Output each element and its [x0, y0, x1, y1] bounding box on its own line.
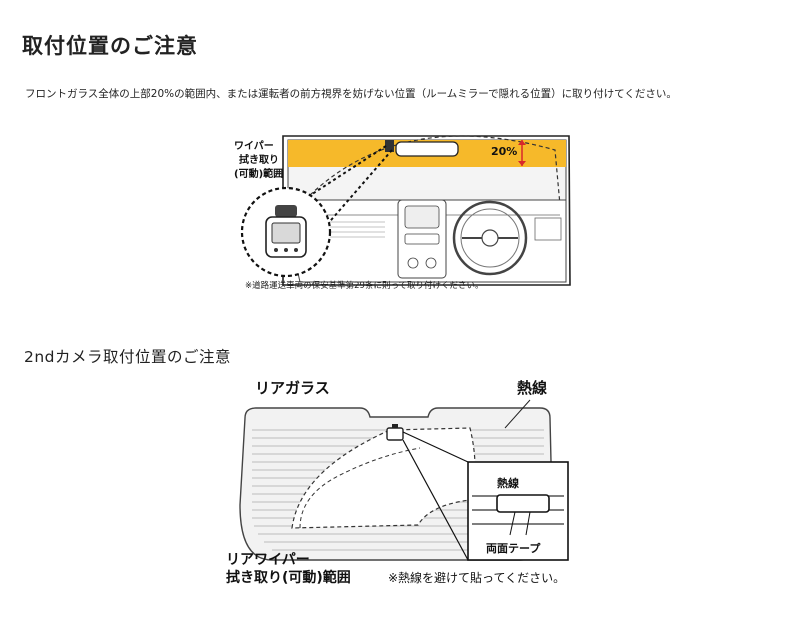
dashcam-mounted [385, 140, 394, 152]
front-note: ※道路運送車両の保安基準第29条に則って取り付けください。 [245, 280, 484, 291]
rear-wiper-label-line1: リアワイパー [226, 552, 310, 568]
double-sided-tape [496, 494, 550, 513]
wiper-label-line2: 拭き取り [239, 153, 279, 166]
rear-note: ※熱線を避けて貼ってください。 [388, 570, 565, 585]
front-windshield-figure: 20% ワイパー 拭き取り (可動)範囲 ※道路運送車両の保安基準第29条に則っ… [234, 135, 571, 291]
wiper-label-line1: ワイパー [234, 140, 274, 152]
mount-description: フロントガラス全体の上部20%の範囲内、または運転者の前方視界を妨げない位置（ル… [25, 88, 677, 100]
second-camera-mounted [386, 427, 404, 441]
inset-heat-wire-label: 熱線 [497, 476, 519, 490]
dashcam-icon [265, 205, 307, 258]
steering-wheel [452, 200, 528, 276]
wiper-label-line3: (可動)範囲 [234, 167, 283, 180]
page-title: 取付位置のご注意 [22, 34, 198, 58]
tape-label: 両面テープ [486, 541, 541, 555]
rear-glass-label: リアガラス [255, 379, 330, 397]
percent-label: 20% [491, 145, 517, 158]
rear-wiper-label-line2: 拭き取り(可動)範囲 [226, 569, 351, 586]
heat-wire-label: 熱線 [517, 379, 547, 397]
second-camera-title: 2ndカメラ取付位置のご注意 [24, 348, 232, 366]
rear-view-mirror [395, 141, 459, 157]
